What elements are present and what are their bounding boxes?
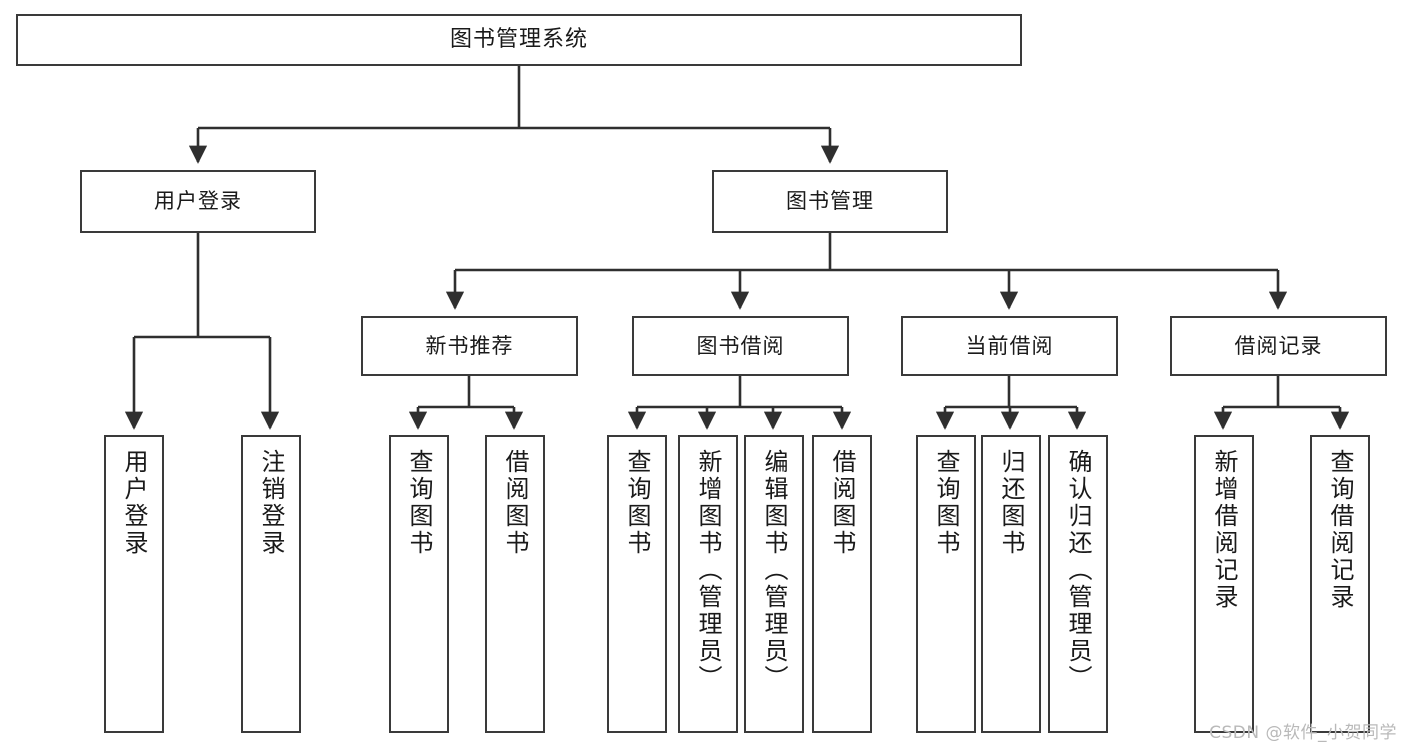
node-label: 当前借阅 (965, 333, 1054, 358)
node-label: 注销登录 (257, 449, 285, 557)
node-label: 新书推荐 (425, 333, 514, 358)
node-label: 查询图书 (405, 449, 433, 557)
watermark-text: CSDN @软件_小贺同学 (1209, 723, 1397, 743)
leaf-user-login-logout[interactable]: 注销登录 (241, 435, 301, 733)
node-label: 借阅图书 (501, 449, 529, 557)
node-label: 借阅记录 (1234, 333, 1323, 358)
leaf-book-borrow-query[interactable]: 查询图书 (607, 435, 667, 733)
node-label: 查询图书 (623, 449, 651, 557)
leaf-book-borrow-add[interactable]: 新增图书（管理员） (678, 435, 738, 733)
node-borrow-record[interactable]: 借阅记录 (1170, 316, 1387, 376)
node-book-borrow[interactable]: 图书借阅 (632, 316, 849, 376)
leaf-current-borrow-return[interactable]: 归还图书 (981, 435, 1041, 733)
leaf-user-login-signin[interactable]: 用户登录 (104, 435, 164, 733)
leaf-book-borrow-edit[interactable]: 编辑图书（管理员） (744, 435, 804, 733)
leaf-borrow-record-query[interactable]: 查询借阅记录 (1310, 435, 1370, 733)
leaf-borrow-record-add[interactable]: 新增借阅记录 (1194, 435, 1254, 733)
node-label: 查询图书 (932, 449, 960, 557)
node-label: 确认归还（管理员） (1064, 449, 1092, 692)
node-label: 用户登录 (154, 189, 242, 214)
node-label: 新增图书（管理员） (694, 449, 722, 692)
leaf-new-book-borrow[interactable]: 借阅图书 (485, 435, 545, 733)
node-user-login[interactable]: 用户登录 (80, 170, 316, 233)
node-label: 图书管理系统 (449, 27, 588, 53)
node-label: 借阅图书 (828, 449, 856, 557)
node-label: 图书管理 (786, 189, 874, 214)
node-new-book-recommend[interactable]: 新书推荐 (361, 316, 578, 376)
node-label: 图书借阅 (696, 333, 785, 358)
node-label: 查询借阅记录 (1326, 449, 1354, 611)
leaf-current-borrow-confirm-return[interactable]: 确认归还（管理员） (1048, 435, 1108, 733)
node-label: 编辑图书（管理员） (760, 449, 788, 692)
node-current-borrow[interactable]: 当前借阅 (901, 316, 1118, 376)
node-label: 用户登录 (120, 449, 148, 557)
node-label: 归还图书 (997, 449, 1025, 557)
leaf-new-book-query[interactable]: 查询图书 (389, 435, 449, 733)
node-label: 新增借阅记录 (1210, 449, 1238, 611)
node-book-management[interactable]: 图书管理 (712, 170, 948, 233)
node-root-book-management-system[interactable]: 图书管理系统 (16, 14, 1022, 66)
leaf-book-borrow-lend[interactable]: 借阅图书 (812, 435, 872, 733)
leaf-current-borrow-query[interactable]: 查询图书 (916, 435, 976, 733)
